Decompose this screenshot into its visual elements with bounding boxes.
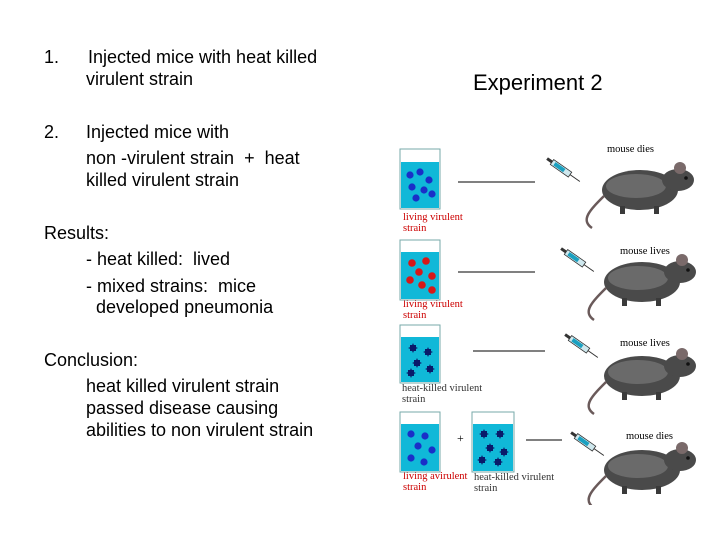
- item-2-line-1: Injected mice with: [86, 122, 230, 142]
- row-2-syringe-icon: [558, 245, 597, 275]
- item-2-line-3: killed virulent strain: [86, 170, 240, 190]
- row-1-cells: [406, 168, 436, 202]
- row-3-mouse-icon: [587, 346, 698, 416]
- row-4-tube-1-cells: [407, 430, 436, 466]
- row-2-mouse-icon: [587, 252, 698, 322]
- item-2-number: 2.: [44, 122, 60, 142]
- row-4-tube-label-line-2: strain: [403, 482, 427, 493]
- row-1-outcome: mouse dies: [607, 144, 654, 155]
- row-3-tube-label-line-1: heat-killed virulent: [402, 383, 483, 394]
- row-1-tube-label-line-2: strain: [403, 223, 427, 234]
- item-1-number: 1.: [44, 47, 60, 67]
- griffith-experiment-diagram: [399, 148, 698, 505]
- row-3-syringe-icon: [562, 331, 601, 361]
- results-line-1: - heat killed: lived: [86, 249, 231, 269]
- row-2-outcome: mouse lives: [620, 246, 670, 257]
- results-line-3: developed pneumonia: [86, 297, 274, 317]
- row-2-cells: [406, 257, 436, 294]
- plus-sign: +: [457, 431, 464, 445]
- row-2-tube-label-line-1: living virulent: [403, 299, 463, 310]
- conclusion-line-2: passed disease causing: [86, 398, 279, 418]
- results-line-2: - mixed strains: mice: [86, 276, 257, 296]
- row-4-second-tube-label-line-1: heat-killed virulent: [474, 472, 555, 483]
- row-3-outcome: mouse lives: [620, 338, 670, 349]
- item-1-line-1: Injected mice with heat killed: [88, 47, 318, 67]
- row-1-syringe-icon: [544, 155, 583, 185]
- row-4-second-tube-label-line-2: strain: [474, 483, 498, 494]
- row-1-tube-label-line-1: living virulent: [403, 212, 463, 223]
- row-3-tube-fill: [401, 337, 439, 382]
- item-1-line-2: virulent strain: [86, 69, 194, 89]
- row-4-syringe-icon: [568, 429, 607, 459]
- results-heading: Results:: [44, 223, 110, 243]
- row-4: [399, 411, 698, 505]
- row-1-mouse-icon: [585, 160, 696, 230]
- row-4-mouse-icon: [587, 440, 698, 505]
- conclusion-line-1: heat killed virulent strain: [86, 376, 280, 396]
- row-3-tube-label-line-2: strain: [402, 394, 426, 405]
- row-2: [399, 239, 698, 322]
- row-4-outcome: mouse dies: [626, 431, 673, 442]
- item-2-line-2: non -virulent strain + heat: [86, 148, 300, 168]
- row-3: [399, 324, 698, 416]
- row-4-tube-label-line-1: living avirulent: [403, 471, 468, 482]
- conclusion-line-3: abilities to non virulent strain: [86, 420, 314, 440]
- conclusion-heading: Conclusion:: [44, 350, 139, 370]
- row-2-tube-label-line-2: strain: [403, 310, 427, 321]
- experiment-title: Experiment 2: [473, 70, 603, 95]
- row-1: [399, 148, 696, 230]
